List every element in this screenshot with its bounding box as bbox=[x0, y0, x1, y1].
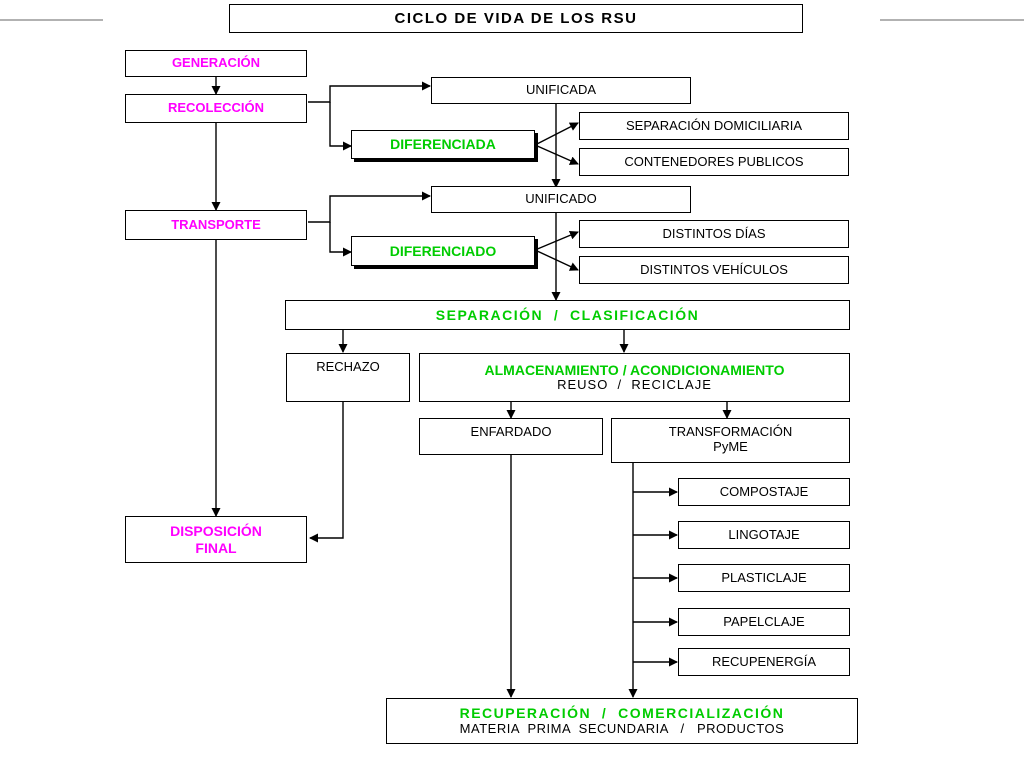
node-disposicion-final: DISPOSICIÓN FINAL bbox=[125, 516, 307, 563]
node-papelclaje-label: PAPELCLAJE bbox=[723, 613, 805, 629]
node-transformacion-sub: PyME bbox=[713, 438, 748, 454]
node-unificado-label: UNIFICADO bbox=[525, 191, 597, 207]
node-diferenciada-label: DIFERENCIADA bbox=[390, 136, 496, 153]
node-recuperacion-comercializacion: RECUPERACIÓN / COMERCIALIZACIÓN MATERIA … bbox=[386, 698, 858, 744]
node-distintos-vehiculos: DISTINTOS VEHÍCULOS bbox=[579, 256, 849, 284]
node-contenedores-publicos-label: CONTENEDORES PUBLICOS bbox=[624, 153, 804, 169]
node-separacion-clasificacion-label: SEPARACIÓN / CLASIFICACIÓN bbox=[435, 306, 700, 323]
node-lingotaje: LINGOTAJE bbox=[678, 521, 850, 549]
node-almacenamiento: ALMACENAMIENTO / ACONDICIONAMIENTO REUSO… bbox=[419, 353, 850, 402]
arrow-recoleccion-diferenciada bbox=[329, 102, 352, 151]
node-distintos-dias-label: DISTINTOS DÍAS bbox=[662, 225, 766, 241]
node-rechazo-label: RECHAZO bbox=[316, 359, 380, 374]
diagram-title-text: CICLO DE VIDA DE LOS RSU bbox=[394, 9, 638, 27]
node-papelclaje: PAPELCLAJE bbox=[678, 608, 850, 636]
node-disposicion-sub: FINAL bbox=[195, 539, 237, 556]
node-recuperacion-sub: MATERIA PRIMA SECUNDARIA / PRODUCTOS bbox=[459, 720, 785, 736]
node-almacenamiento-sub: REUSO / RECICLAJE bbox=[557, 377, 712, 393]
node-diferenciada: DIFERENCIADA bbox=[351, 130, 535, 159]
node-recoleccion: RECOLECCIÓN bbox=[125, 94, 307, 123]
node-unificada: UNIFICADA bbox=[431, 77, 691, 104]
node-compostaje-label: COMPOSTAJE bbox=[719, 483, 809, 499]
node-plasticlaje: PLASTICLAJE bbox=[678, 564, 850, 592]
node-diferenciado: DIFERENCIADO bbox=[351, 236, 535, 266]
diagram-title: CICLO DE VIDA DE LOS RSU bbox=[229, 4, 803, 33]
node-transporte: TRANSPORTE bbox=[125, 210, 307, 240]
node-separacion-domiciliaria-label: SEPARACIÓN DOMICILIARIA bbox=[625, 117, 802, 133]
node-generacion: GENERACIÓN bbox=[125, 50, 307, 77]
node-rechazo: RECHAZO bbox=[286, 353, 410, 402]
node-separacion-domiciliaria: SEPARACIÓN DOMICILIARIA bbox=[579, 112, 849, 140]
node-diferenciado-label: DIFERENCIADO bbox=[389, 242, 497, 259]
node-recupenergia-label: RECUPENERGÍA bbox=[711, 653, 817, 669]
arrow-transporte-diferenciado bbox=[329, 222, 352, 257]
node-distintos-vehiculos-label: DISTINTOS VEHÍCULOS bbox=[640, 261, 788, 277]
node-plasticlaje-label: PLASTICLAJE bbox=[721, 569, 807, 585]
arrow-recoleccion-unificada bbox=[308, 81, 431, 103]
node-contenedores-publicos: CONTENEDORES PUBLICOS bbox=[579, 148, 849, 176]
arrow-rechazo-disposicion bbox=[309, 402, 344, 543]
node-generacion-label: GENERACIÓN bbox=[171, 55, 261, 71]
node-unificado: UNIFICADO bbox=[431, 186, 691, 213]
node-lingotaje-label: LINGOTAJE bbox=[728, 526, 800, 542]
node-recupenergia: RECUPENERGÍA bbox=[678, 648, 850, 676]
node-disposicion-title: DISPOSICIÓN bbox=[170, 523, 262, 540]
node-enfardado-label: ENFARDADO bbox=[470, 424, 552, 439]
node-transporte-label: TRANSPORTE bbox=[171, 216, 261, 232]
node-almacenamiento-title: ALMACENAMIENTO / ACONDICIONAMIENTO bbox=[484, 361, 785, 378]
node-distintos-dias: DISTINTOS DÍAS bbox=[579, 220, 849, 248]
node-unificada-label: UNIFICADA bbox=[525, 82, 597, 98]
node-transformacion: TRANSFORMACIÓN PyME bbox=[611, 418, 850, 463]
node-recuperacion-title: RECUPERACIÓN / COMERCIALIZACIÓN bbox=[459, 705, 785, 722]
node-compostaje: COMPOSTAJE bbox=[678, 478, 850, 506]
node-separacion-clasificacion: SEPARACIÓN / CLASIFICACIÓN bbox=[285, 300, 850, 330]
node-transformacion-title: TRANSFORMACIÓN bbox=[668, 424, 793, 439]
node-enfardado: ENFARDADO bbox=[419, 418, 603, 455]
node-recoleccion-label: RECOLECCIÓN bbox=[167, 100, 265, 116]
arrow-transporte-unificado bbox=[308, 191, 431, 223]
